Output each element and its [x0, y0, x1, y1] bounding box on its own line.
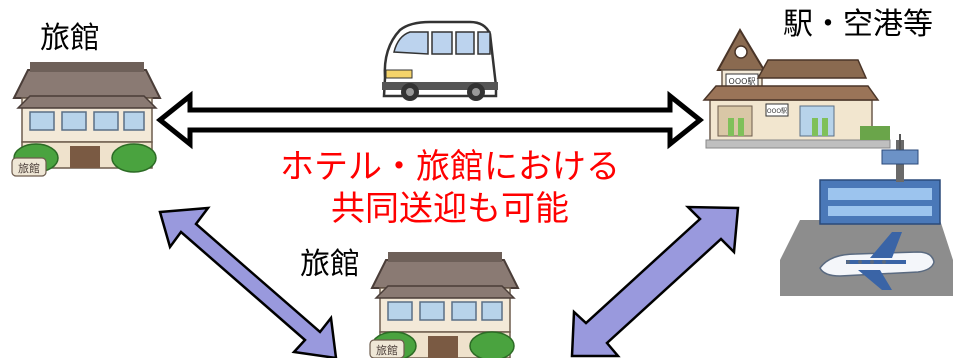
- diagonal-arrow-left: [158, 206, 338, 358]
- horizontal-double-arrow: [155, 90, 705, 150]
- airport: [780, 134, 953, 296]
- inn-sign-text-bottom: 旅館: [376, 343, 398, 357]
- shared-transport-message: ホテル・旅館における 共同送迎も可能: [250, 146, 650, 230]
- station-sign-text: OOO駅: [729, 77, 756, 86]
- van-icon: [382, 20, 498, 101]
- station-building: OOO駅 OOO駅: [702, 27, 891, 149]
- inn-building-top-left: 旅館: [11, 62, 162, 177]
- station-board-text: OOO駅: [767, 108, 787, 115]
- inn-label-bottom: 旅館: [300, 247, 360, 282]
- station-airport-label: 駅・空港等: [783, 7, 933, 42]
- message-line-2: 共同送迎も可能: [331, 189, 569, 229]
- inn-label-top-left: 旅館: [40, 21, 100, 56]
- message-line-1: ホテル・旅館における: [280, 147, 620, 187]
- inn-building-bottom: 旅館: [369, 252, 520, 358]
- inn-sign-text: 旅館: [18, 161, 40, 175]
- diagonal-arrow-right: [570, 205, 740, 358]
